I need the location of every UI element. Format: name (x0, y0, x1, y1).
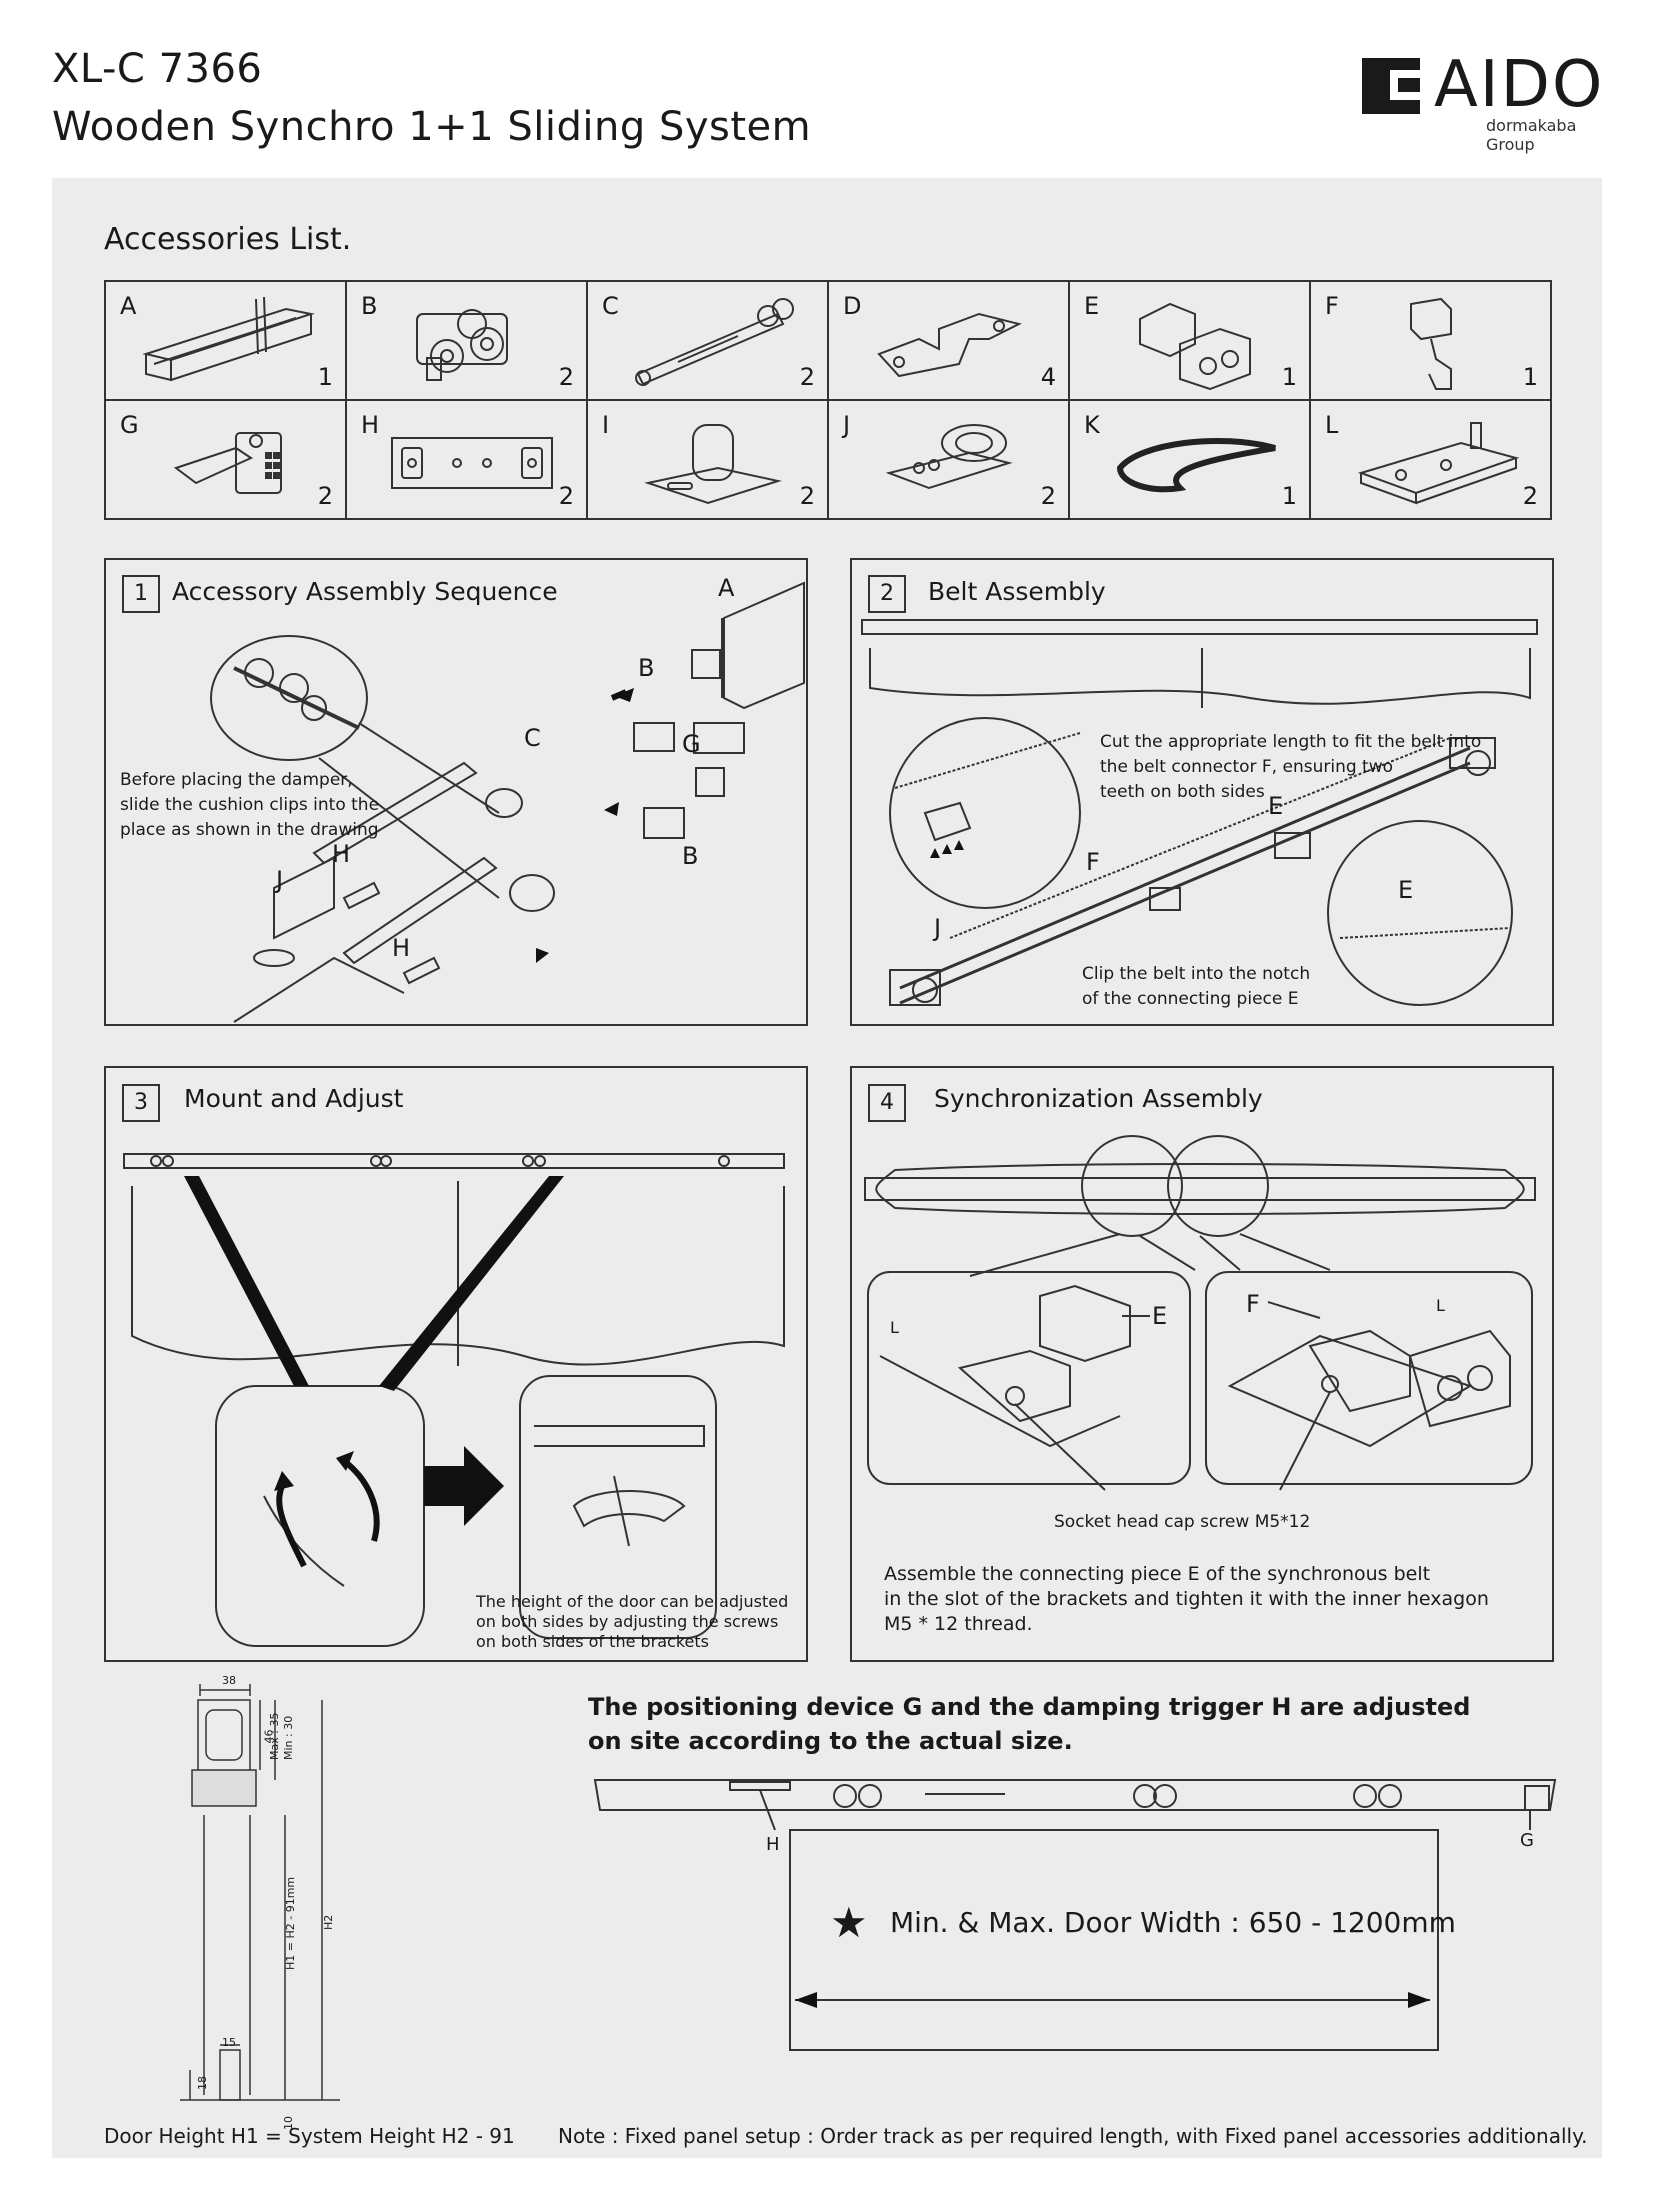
dim-max: Max : 35 (268, 1712, 281, 1760)
step3-number: 3 (122, 1084, 160, 1122)
dim-min: Min : 30 (282, 1715, 295, 1760)
damper-icon (635, 298, 794, 386)
label-f: F (1086, 848, 1100, 876)
step4-number: 4 (868, 1084, 906, 1122)
assembly-sequence-drawing (210, 581, 805, 1023)
belt-connector-icon (1410, 297, 1452, 390)
step4-title: Synchronization Assembly (934, 1084, 1263, 1113)
step2-note-top: Cut the appropriate length to fit the be… (1100, 732, 1482, 802)
belt-assembly-drawing (861, 619, 1538, 1006)
step4-note: Assemble the connecting piece E of the s… (884, 1563, 1489, 1635)
step3-panel (104, 1066, 808, 1662)
label-a: A (718, 574, 735, 602)
step2-title: Belt Assembly (928, 577, 1106, 606)
star-icon: ★ (830, 1898, 868, 1947)
screw-spec: Socket head cap screw M5*12 (1054, 1512, 1311, 1532)
brand-logo: AIDO dormakaba Group (1362, 48, 1605, 154)
fixed-panel-note: Note : Fixed panel setup : Order track a… (558, 2124, 1588, 2148)
label-j: J (276, 866, 284, 894)
door-width-range: Min. & Max. Door Width : 650 - 1200mm (890, 1906, 1456, 1939)
accessories-heading: Accessories List. (104, 222, 352, 257)
positioning-device-icon (173, 432, 282, 494)
label-e-sync: E (1152, 1302, 1168, 1330)
dim-h2: H2 (322, 1914, 335, 1930)
step4-panel (850, 1066, 1554, 1662)
brand-group: dormakaba Group (1486, 116, 1577, 154)
brand-wordmark: AIDO (1434, 48, 1605, 122)
track-icon (142, 296, 315, 382)
label-e-zoom: E (1398, 876, 1414, 904)
dim-h1: H1 = H2 - 91mm (284, 1876, 297, 1970)
model-number: XL-C 7366 (52, 46, 263, 92)
dim-18: 18 (196, 2076, 209, 2090)
mount-adjust-drawing (123, 1153, 785, 1647)
label-g-position: G (1520, 1830, 1534, 1851)
label-h-bottom: H (392, 934, 411, 962)
label-j-belt: J (934, 914, 942, 942)
step3-title: Mount and Adjust (184, 1084, 404, 1113)
door-width-drawing (593, 1779, 1557, 2051)
product-name: Wooden Synchro 1+1 Sliding System (52, 104, 812, 150)
step2-panel (850, 558, 1554, 1026)
floor-guide-icon (644, 424, 782, 505)
step2-number: 2 (868, 575, 906, 613)
sync-assembly-drawing (864, 1135, 1536, 1491)
connecting-piece-icon (1139, 302, 1251, 390)
bracket-plate-icon (877, 312, 1022, 378)
step1-title: Accessory Assembly Sequence (172, 577, 558, 606)
door-height-formula: Door Height H1 = System Height H2 - 91 (104, 2124, 515, 2148)
label-g: G (682, 730, 701, 758)
step1-note: Before placing the damper,slide the cush… (120, 770, 380, 840)
label-h-position: H (766, 1834, 780, 1855)
carriage-icon (416, 309, 508, 381)
positioning-text: The positioning device G and the damping… (588, 1693, 1471, 1755)
label-b-top: B (638, 654, 655, 682)
label-f-sync: F (1246, 1290, 1260, 1318)
label-c: C (524, 724, 541, 752)
label-l-left: L (890, 1318, 899, 1337)
dim-15: 15 (222, 2036, 236, 2049)
dim-38: 38 (222, 1674, 236, 1687)
brand-mark-icon (1362, 58, 1420, 114)
belt-icon (1116, 438, 1276, 493)
step1-number: 1 (122, 575, 160, 613)
label-b-bottom: B (682, 842, 699, 870)
label-l-right: L (1436, 1296, 1445, 1315)
mounting-bracket-icon (1357, 422, 1520, 505)
pulley-bracket-icon (885, 424, 1013, 490)
label-e-top: E (1268, 792, 1284, 820)
damping-trigger-icon (391, 437, 553, 489)
label-h-top: H (332, 840, 351, 868)
step1-panel (104, 558, 808, 1026)
section-dimension-drawing (180, 1684, 340, 2101)
